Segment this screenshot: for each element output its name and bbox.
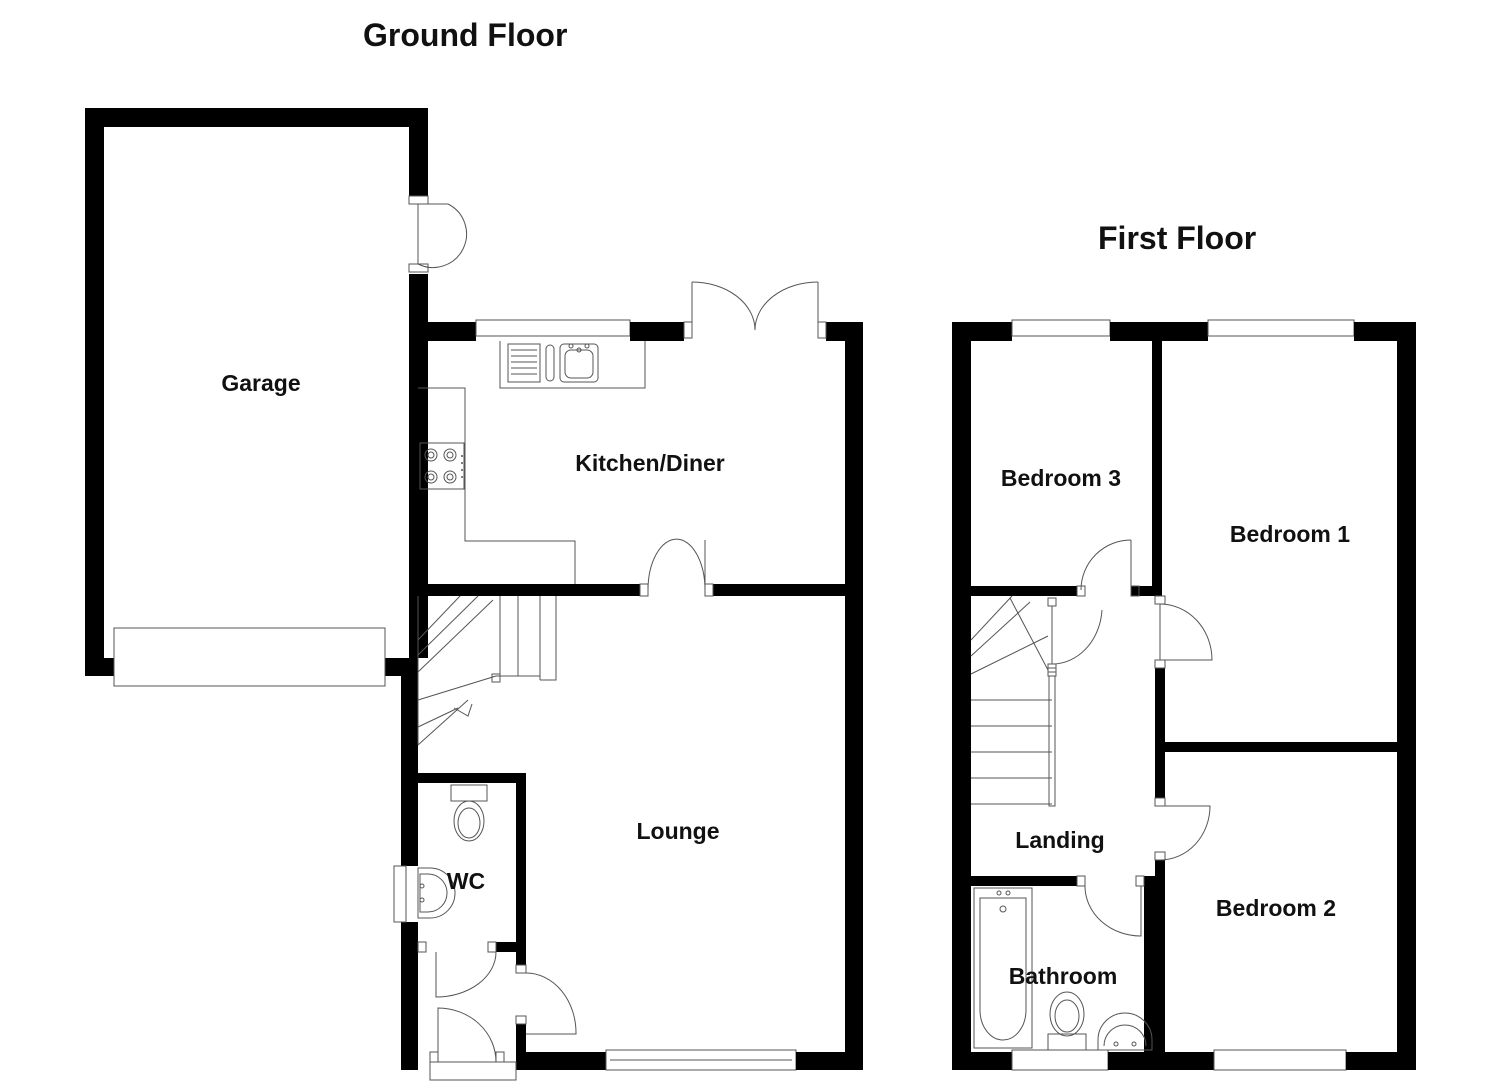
wc-window xyxy=(393,865,407,923)
ff-bottom-wall-right xyxy=(1346,1052,1416,1070)
wc-door xyxy=(417,941,497,998)
ff-bottom-wall-left xyxy=(952,1052,1012,1070)
airing-cupboard-door xyxy=(1047,597,1103,673)
ground-stairs xyxy=(417,595,557,746)
first-floor-title: First Floor xyxy=(1098,220,1256,256)
bedroom3-bottom-wall-right xyxy=(1131,586,1162,596)
kitchen-lounge-wall-left xyxy=(418,584,640,596)
french-doors xyxy=(683,281,827,339)
garage-door xyxy=(113,627,386,687)
kitchen-top-wall-mid xyxy=(630,322,684,341)
room-label-landing: Landing xyxy=(1015,827,1104,853)
garage-house-wall xyxy=(409,274,428,658)
bedroom2-window xyxy=(1213,1049,1347,1071)
drainer xyxy=(507,343,541,383)
hall-outer-wall xyxy=(401,922,418,1070)
bathroom-door xyxy=(1076,875,1145,937)
bathroom-toilet-icon xyxy=(1047,991,1087,1051)
lounge-door xyxy=(515,964,577,1035)
room-label-bedroom2: Bedroom 2 xyxy=(1216,895,1336,921)
room-label-bedroom3: Bedroom 3 xyxy=(1001,465,1121,491)
bedroom2-left-wall xyxy=(1155,860,1165,1052)
wc-walls xyxy=(418,773,526,1070)
ground-right-wall xyxy=(845,322,863,1070)
bedroom1-window xyxy=(1207,319,1355,337)
ff-bottom-wall-mid xyxy=(1108,1052,1214,1070)
kitchen-top-wall-left xyxy=(428,322,476,341)
bedroom3-bottom-wall xyxy=(971,586,1077,596)
kitchen-lounge-wall-right xyxy=(713,584,845,596)
room-label-lounge: Lounge xyxy=(636,818,719,844)
hob-icon xyxy=(419,442,465,490)
garage-side-door xyxy=(408,195,468,273)
garage-walls xyxy=(85,108,428,676)
first-floor-stairs xyxy=(970,595,1057,807)
bedroom3-window xyxy=(1011,319,1111,337)
ff-top-wall-mid xyxy=(1110,322,1208,341)
bath-icon xyxy=(973,887,1033,1049)
kitchen-window xyxy=(475,319,631,337)
bedroom1-door xyxy=(1154,595,1213,669)
kitchen-door xyxy=(639,538,714,597)
room-label-bathroom: Bathroom xyxy=(1009,963,1118,989)
wc-outer-wall xyxy=(401,658,418,866)
sink-icon xyxy=(559,343,599,383)
bedroom3-door xyxy=(1076,539,1140,597)
bedroom3-bedroom1-wall xyxy=(1152,341,1162,594)
room-label-garage: Garage xyxy=(221,370,300,396)
toilet-icon xyxy=(450,784,488,842)
ff-right-wall xyxy=(1397,322,1416,1070)
bathroom-basin-icon xyxy=(1097,1012,1153,1051)
bedroom1-left-wall-lower xyxy=(1155,668,1165,798)
room-label-kitchen-diner: Kitchen/Diner xyxy=(575,450,725,476)
ground-floor-title: Ground Floor xyxy=(363,17,567,53)
front-door xyxy=(429,1007,517,1081)
lounge-bottom-wall-right xyxy=(796,1052,863,1070)
bathroom-window xyxy=(1011,1049,1109,1071)
room-label-bedroom1: Bedroom 1 xyxy=(1230,521,1350,547)
bedroom2-door xyxy=(1154,797,1211,861)
lounge-bottom-wall-left xyxy=(526,1052,606,1070)
kitchen-counter xyxy=(418,341,646,584)
bathroom-right-wall xyxy=(1144,876,1155,1052)
wc-basin-icon xyxy=(417,867,456,919)
ff-left-wall xyxy=(952,322,971,1070)
ground-floor-plan: Garage Kitchen/Diner Lounge WC xyxy=(85,108,863,1081)
room-label-wc: WC xyxy=(447,868,485,894)
bedroom1-bedroom2-wall xyxy=(1155,742,1397,752)
first-floor-plan: Bedroom 3 Bedroom 1 Landing Bedroom 2 Ba… xyxy=(952,319,1416,1071)
bathroom-top-wall xyxy=(971,876,1077,886)
